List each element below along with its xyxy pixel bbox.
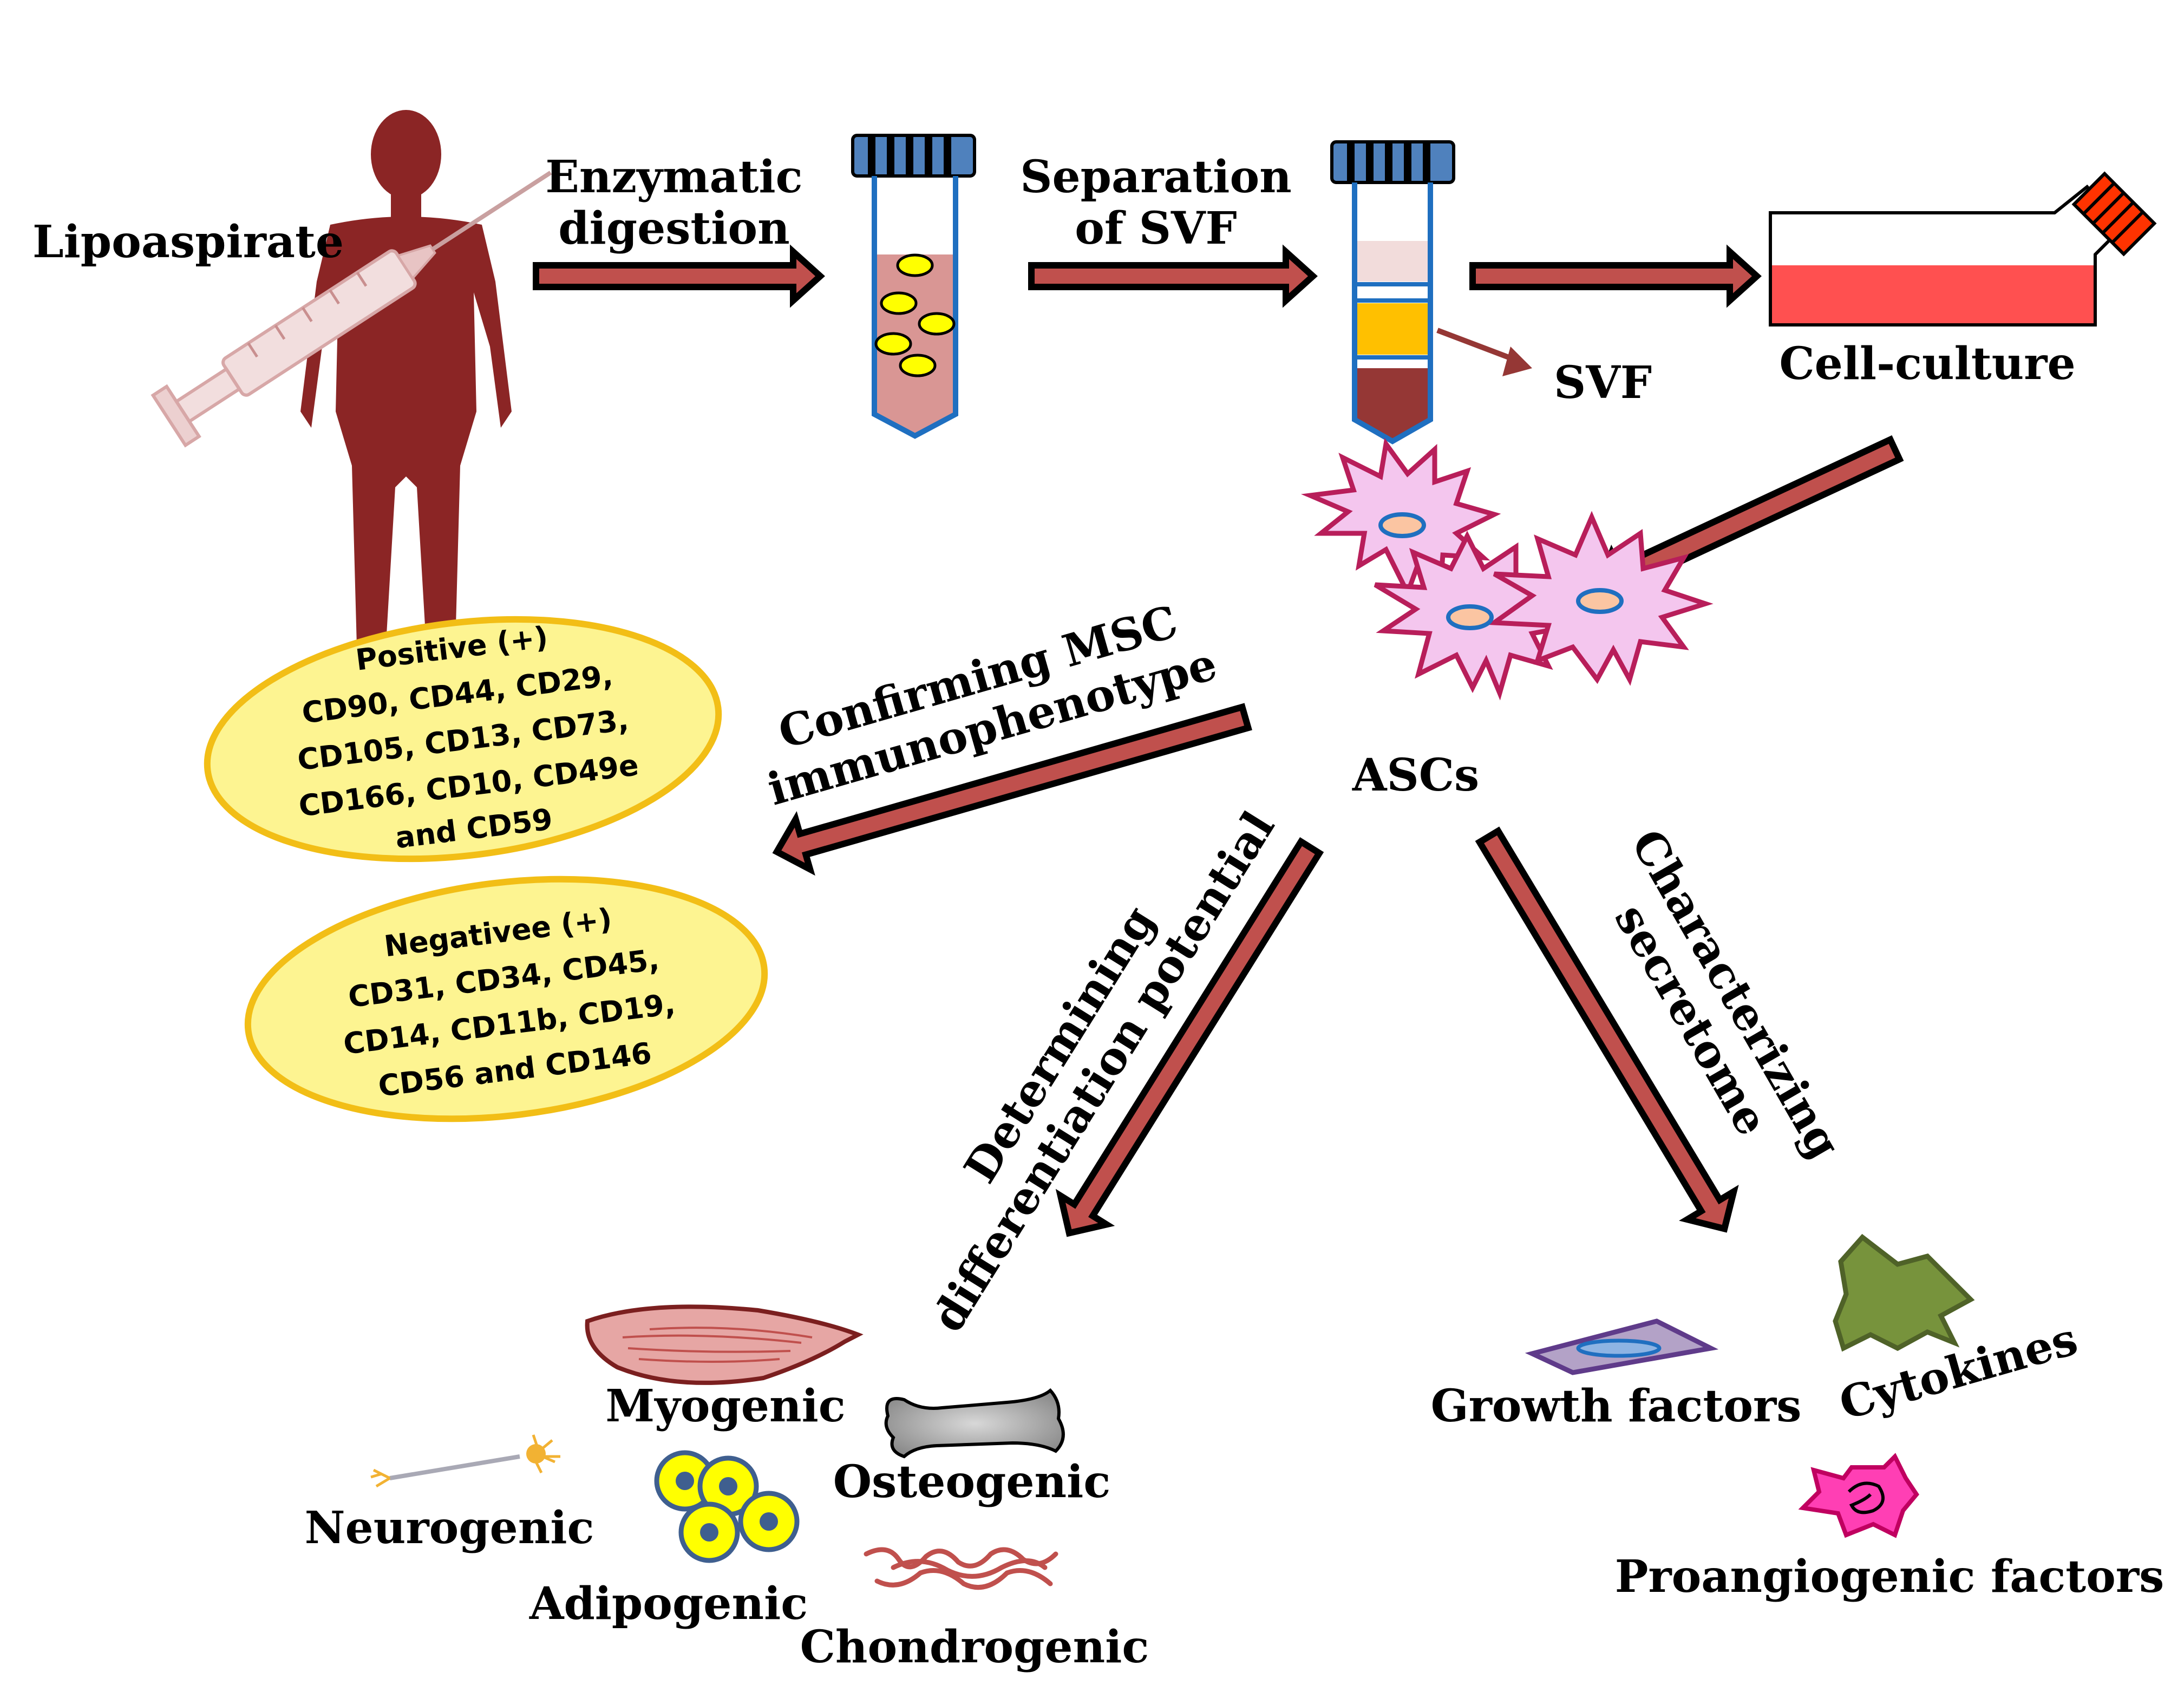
adipogenic-label: Adipogenic bbox=[529, 1578, 808, 1630]
arrow-immunophenotype bbox=[772, 703, 1252, 876]
arrow-secretome bbox=[1475, 826, 1739, 1233]
muscle-icon bbox=[585, 1304, 864, 1385]
chondrogenic-label: Chondrogenic bbox=[800, 1621, 1149, 1673]
separation-label-line1: Separation bbox=[1020, 151, 1292, 203]
ascs-cluster-icon bbox=[1300, 437, 1714, 701]
enzymatic-label-line1: Enzymatic bbox=[545, 151, 802, 203]
arrow-differentiation bbox=[1055, 837, 1324, 1237]
culture-flask-icon bbox=[1769, 171, 2157, 326]
cell-culture-label: Cell-culture bbox=[1779, 338, 2075, 390]
arrow-culture bbox=[1469, 244, 1762, 308]
digestion-tube-icon bbox=[851, 134, 976, 439]
lipoaspirate-label: Lipoaspirate bbox=[32, 216, 344, 268]
osteogenic-label: Osteogenic bbox=[833, 1456, 1111, 1508]
syringe-icon bbox=[151, 171, 552, 448]
negative-markers-ellipse: Negativee (+) CD31, CD34, CD45, CD14, CD… bbox=[244, 876, 768, 1122]
determining-label-line2: differentiation potential bbox=[922, 802, 1285, 1341]
cartilage-icon bbox=[864, 1547, 1058, 1590]
bone-icon bbox=[884, 1388, 1065, 1459]
svf-label: SVF bbox=[1554, 357, 1652, 409]
neurogenic-label: Neurogenic bbox=[305, 1502, 594, 1554]
separation-label-line2: of SVF bbox=[1075, 203, 1237, 254]
growth-factors-label: Growth factors bbox=[1431, 1380, 1802, 1432]
proangiogenic-factors-label: Proangiogenic factors bbox=[1615, 1551, 2165, 1603]
arrow-digestion bbox=[533, 244, 825, 308]
cytokine-icon bbox=[1833, 1233, 1975, 1352]
neuron-icon bbox=[370, 1434, 560, 1488]
growth-factor-icon bbox=[1525, 1318, 1719, 1375]
proangiogenic-factor-icon bbox=[1798, 1453, 1919, 1538]
arrow-separation bbox=[1028, 244, 1318, 308]
adipocytes-icon bbox=[654, 1450, 800, 1563]
positive-markers-ellipse: Positive (+) CD90, CD44, CD29, CD105, CD… bbox=[204, 616, 722, 863]
human-figure-icon bbox=[300, 110, 512, 709]
svf-pointer-arrow bbox=[1436, 328, 1532, 376]
separated-tube-icon bbox=[1330, 140, 1455, 445]
myogenic-label: Myogenic bbox=[605, 1380, 845, 1432]
enzymatic-label-line2: digestion bbox=[558, 203, 790, 254]
ascs-label: ASCs bbox=[1352, 749, 1479, 801]
